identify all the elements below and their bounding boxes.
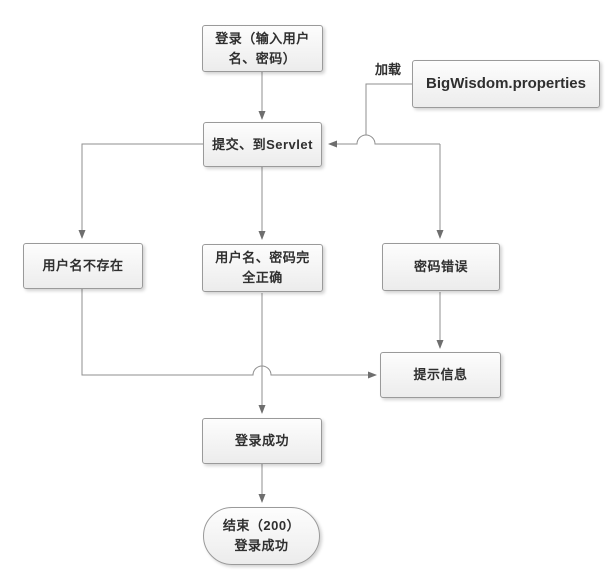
node-credentials-correct: 用户名、密码完 全正确: [202, 244, 323, 292]
edge-label-load: 加载: [374, 62, 401, 77]
node-end-terminator: 结束（200） 登录成功: [203, 507, 320, 565]
node-login: 登录（输入用户 名、密码）: [202, 25, 323, 72]
node-tip-message: 提示信息: [380, 352, 501, 398]
node-login-success: 登录成功: [202, 418, 322, 464]
edge-user-not-exist-to-tip: [81, 289, 377, 379]
node-username-not-exist: 用户名不存在: [23, 243, 143, 289]
edge-servlet-to-user-not-exist: [78, 143, 203, 239]
edge-bigwisdom-load-line: [365, 83, 412, 135]
node-password-error: 密码错误: [382, 243, 500, 291]
edge-into-servlet: [328, 134, 440, 148]
node-submit-to-servlet: 提交、到Servlet: [203, 122, 322, 167]
node-bigwisdom-properties: BigWisdom.properties: [412, 60, 600, 108]
